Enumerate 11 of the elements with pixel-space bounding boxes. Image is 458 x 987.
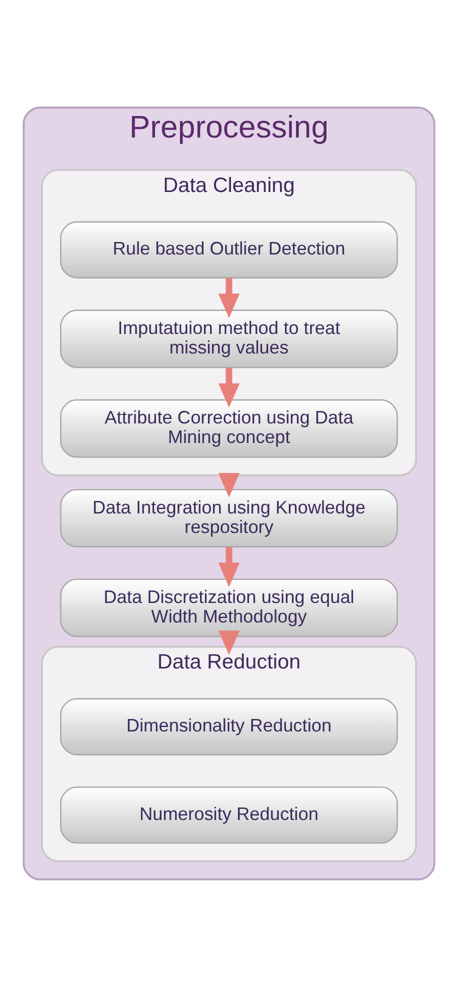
node-box: Dimensionality Reduction xyxy=(60,698,398,756)
node-box: Data Integration using Knowledge respository xyxy=(60,488,398,548)
arrow xyxy=(218,368,240,408)
node-box: Imputatuion method to treat missing values xyxy=(60,310,398,368)
arrow xyxy=(218,472,240,498)
arrow xyxy=(218,547,240,587)
arrow xyxy=(218,278,240,318)
node-box: Rule based Outlier Detection xyxy=(60,221,398,278)
node-box: Attribute Correction using Data Mining concept xyxy=(60,399,398,458)
arrow xyxy=(218,630,240,655)
node-box: Numerosity Reduction xyxy=(60,786,398,844)
